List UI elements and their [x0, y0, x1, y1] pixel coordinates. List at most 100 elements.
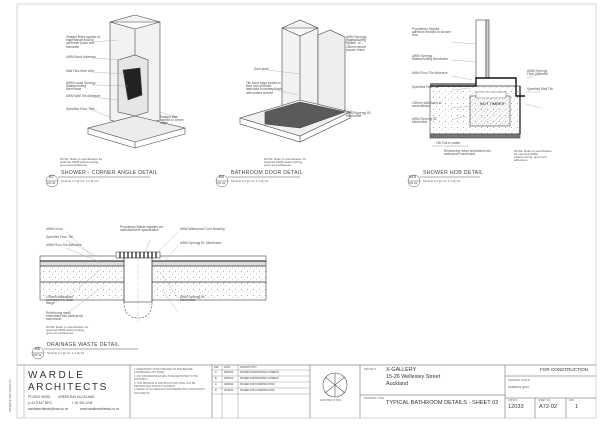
b8-label-floor-adhesive: AWM Floor Tile Adhesive	[46, 243, 82, 247]
b10-label-wall-tile: Specified Wall Tile	[527, 87, 553, 91]
b10-hatch-label: NOT TIMBER	[480, 101, 505, 106]
title-block-lines	[17, 364, 596, 418]
firm-po-box: PO BOX 90198	[28, 395, 50, 399]
b9-label-rl-membrane: AWM Synergy RL Membrane	[346, 111, 372, 119]
b10-scale: SCALE 1:2 @ A1, 1:4 @ A3	[423, 179, 461, 183]
firm-website[interactable]: www.wardlearchitects.co.nz	[80, 407, 120, 411]
b7-title: SHOWER - CORNER ANGLE DETAIL	[61, 170, 158, 176]
disclaimer-line: 4. REFER TO ALL RELEVANT ENGINEERS AND C…	[134, 388, 205, 395]
b9-title: BATHROOM DOOR DETAIL	[231, 170, 303, 176]
revision-desc: ISSUED FOR BUILDING CONSENT	[240, 371, 279, 374]
b10-label-sealant: Proprietary Sealant adhesive bedded to s…	[412, 27, 451, 38]
revision-date: 15/10/14	[224, 389, 234, 392]
b7-sheet: A71-01	[47, 182, 56, 185]
b9-scale: SCALE 1:2 @ A1, 1:4 @ A3	[231, 179, 269, 183]
b8-label-floor-tile: Specified Floor Tile	[46, 235, 74, 239]
scale-value: VARIOUS @A3	[508, 385, 529, 389]
status-label: FOR CONSTRUCTION	[540, 367, 588, 372]
b8-label-proprietary-waste: Proprietary Waste installed per manufact…	[120, 225, 164, 233]
b8-title: DRAINAGE WASTE DETAIL	[47, 342, 120, 348]
b7-scale: SCALE 1:2 @ A1, 1:4 @ A3	[61, 179, 99, 183]
b7-label-corner-fillet: Sealant fillet applied to corner angle	[160, 115, 184, 126]
b7-label-sealant-fillers: Sealant fillers applied at edge/flange a…	[66, 35, 100, 49]
drawing-title-label: DRAWING TITLE	[364, 397, 385, 400]
revision-rev: B	[215, 377, 217, 380]
b7-label-floor-tiles: Specified Floor Tiles	[66, 107, 95, 111]
b7-label-bond-adhesive: AWM Bond Adhesive	[66, 55, 96, 59]
revision-date: 28/06/14	[224, 371, 234, 374]
b10-label-floor-tile: Specified Floor Tile	[412, 85, 440, 89]
revision-date: 04/08/14	[224, 383, 234, 386]
rev-number: 1	[575, 404, 579, 410]
revision-desc: ISSUED FOR CONSTRUCTION	[240, 389, 275, 392]
detail-b10-drawing	[429, 19, 541, 147]
b8-number: B8	[35, 346, 40, 351]
b8-label-reinforcing: Reinforcing mesh embedded into waterproo…	[46, 311, 84, 322]
b10-label-wall-bond: 100mm Wall Bond to cementitious	[412, 101, 442, 109]
drawing-title: TYPICAL BATHROOM DETAILS - SHEET 02	[386, 400, 499, 406]
sheet-number: A72-02	[539, 404, 558, 410]
firm-phone: p. 64 9 817 8971	[28, 401, 52, 405]
job-no-label: JOB NO.	[508, 398, 518, 402]
scale-label: DRAWING SCALE	[508, 379, 530, 382]
project-label: PROJECT	[364, 368, 377, 371]
revision-desc: ISSUED FOR BUILDING CONSENT	[240, 377, 279, 380]
project-city: Auckland	[386, 381, 409, 387]
side-strip-text: WARDLE ARCHITECTS	[8, 379, 12, 412]
b10-label-rl-membrane: AWM Synergy RL Membrane	[412, 117, 438, 125]
revision-date: 29/06/14	[224, 377, 234, 380]
b10-title: SHOWER HOB DETAIL	[423, 170, 484, 176]
logo-caption: ARCHITECTS NZIA	[320, 399, 342, 402]
detail-b8-drawing	[39, 231, 267, 322]
b10-sheet: A71-01	[409, 182, 418, 185]
b10-number: B10	[409, 174, 417, 179]
revision-rev: C	[215, 383, 217, 386]
detail-b7-drawing	[86, 14, 187, 149]
revision-header-date: DATE	[224, 365, 231, 369]
revision-header-rev: REV	[214, 365, 219, 369]
firm-fax: f. 09 303 1249	[72, 401, 93, 405]
b9-number: B9	[219, 174, 224, 179]
firm-address: GREEN BAY AUCKLAND	[58, 395, 95, 399]
rev-label: REV	[569, 398, 574, 402]
b8-note: NOTE: Refer to specification for selecte…	[46, 325, 89, 335]
sheet-no-label: SHEET NO.	[538, 398, 551, 402]
b9-note: NOTE: Refer to specification for selecte…	[264, 157, 307, 167]
b10-label-reinforcing: Reinforcing mesh embedded into waterproo…	[444, 149, 491, 157]
b7-label-wall-tiles: Wall Tiles fixed with	[66, 69, 94, 73]
b8-label-rl-membrane: AWM Synergy RL Membrane	[180, 241, 222, 245]
b9-label-door-jamb: Door jamb	[254, 67, 269, 71]
b10-label-floor-adhesive: AWM Floor Tile Adhesive	[412, 71, 448, 75]
revision-header-desc: DESCRIPTION	[240, 365, 257, 369]
project-street: 15-26 Wellesley Street	[386, 374, 441, 380]
firm-name-line2: ARCHITECTS	[28, 382, 108, 393]
b8-scale: SCALE 1:2 @ A1, 1:4 @ A3	[47, 351, 85, 355]
b9-sheet: A71-01	[217, 182, 226, 185]
disclaimer-line: 1. DIMENSIONS TO BE CHECKED ON SITE BEFO…	[134, 368, 193, 375]
firm-email[interactable]: wardlearchitects@xtra.co.nz	[28, 407, 69, 411]
revision-desc: ISSUED FOR CONSTRUCTION	[240, 383, 275, 386]
b9-label-tile-bond: Tile bond edge sealed to floor and shoul…	[246, 81, 282, 95]
b9-label-system: AWM Synergy Waterproofing system, of 150…	[346, 35, 367, 52]
detail-b9-drawing	[238, 19, 363, 143]
b10-note: NOTE: Refer to specification for selecte…	[514, 149, 553, 162]
b7-label-tile-adhesive: AWM Wall Tile Adhesive	[66, 94, 101, 98]
disclaimer-line: 3. THIS DRAWING IS COPYRIGHT AND SHALL N…	[134, 381, 196, 389]
job-number: 12033	[508, 404, 524, 410]
revision-rev: A	[215, 371, 217, 374]
b8-label-grout: AWM Grout	[46, 227, 63, 231]
firm-name-line1: WARDLE	[28, 370, 86, 381]
project-name: X-GALLERY	[386, 367, 417, 373]
revision-rev: D	[215, 389, 217, 392]
b8-sheet: A71-01	[33, 354, 42, 357]
b10-label-synergy-adhesive: AWM Synergy Floor Adhesive	[527, 69, 549, 77]
b8-label-rl-membrane-2: AWM Synergy RL Membrane	[180, 295, 206, 303]
b10-label-membrane: AWM Synergy Waterproofing Membrane	[412, 54, 449, 62]
b7-number: B7	[49, 174, 54, 179]
b7-note: NOTE: Refer to specification for selecte…	[60, 157, 103, 167]
b7-label-membrane: AWM Liquid Synergy Waterproofing Membran…	[66, 81, 96, 92]
b8-label-core-bonding: AWM Waterproof Core Bonding	[180, 227, 225, 231]
disclaimer-notes: 1. DIMENSIONS TO BE CHECKED ON SITE BEFO…	[134, 368, 210, 395]
